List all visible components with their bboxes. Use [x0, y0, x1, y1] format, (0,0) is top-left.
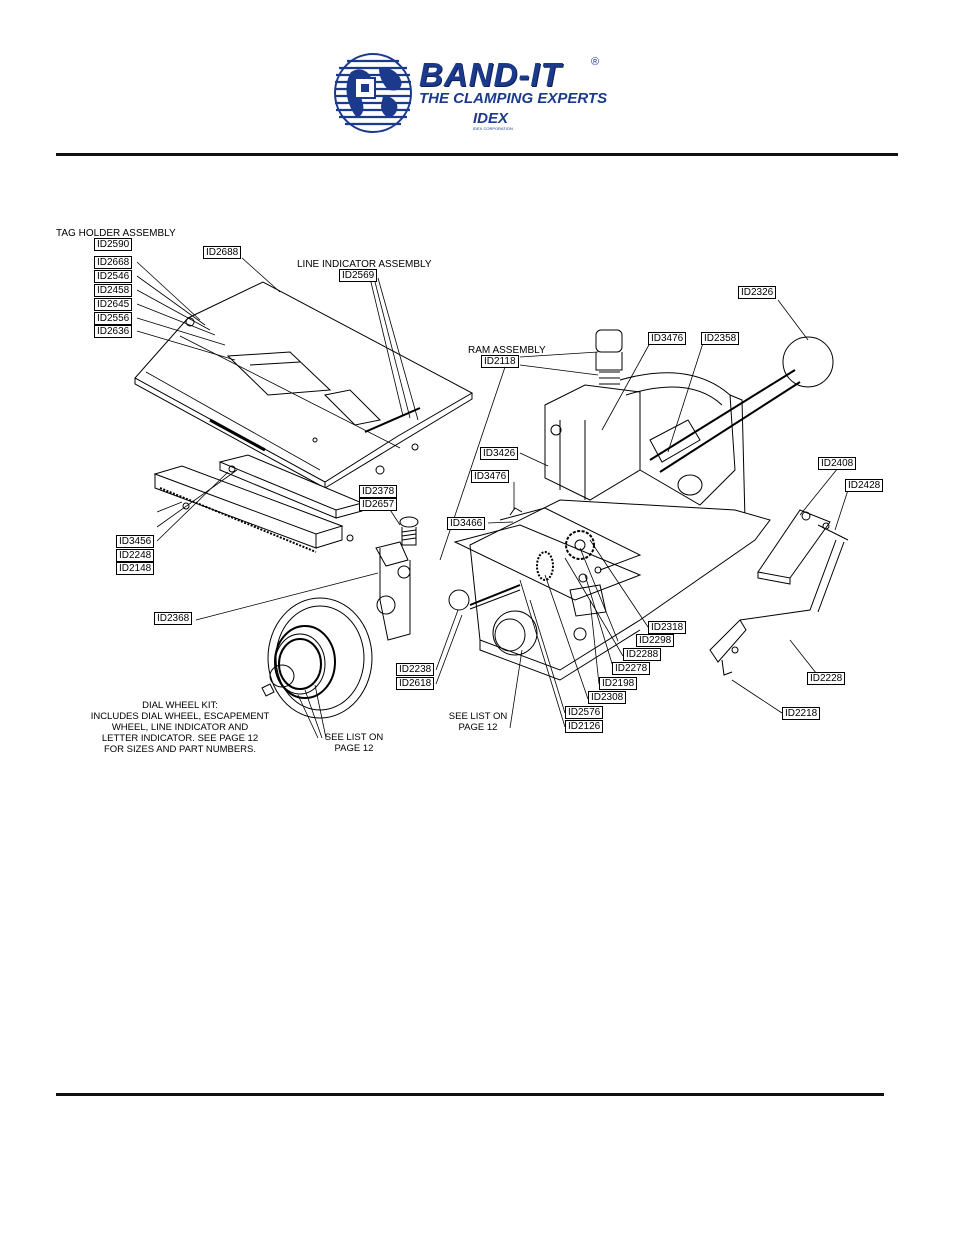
part-callout: ID2326: [738, 286, 777, 299]
see-list-note-right: SEE LIST ON PAGE 12: [447, 711, 509, 733]
part-callout: ID2228: [807, 672, 846, 685]
part-callout: ID2118: [481, 355, 519, 368]
part-callout: ID2126: [565, 720, 604, 733]
part-callout: ID2358: [701, 332, 740, 345]
parent-company-sub: IDEX CORPORATION: [473, 126, 513, 131]
part-callout: ID2458: [94, 284, 133, 297]
handle-knob: [782, 336, 834, 388]
part-callout: ID3476: [648, 332, 687, 345]
part-callout: ID2148: [116, 562, 155, 575]
note-line: SEE LIST ON: [448, 711, 508, 722]
tag-holder-assembly-label: TAG HOLDER ASSEMBLY: [56, 228, 176, 239]
part-callout: ID2645: [94, 298, 133, 311]
part-callout: ID2556: [94, 312, 133, 325]
part-callout: ID2657: [359, 498, 398, 511]
tag-holder-plate: [134, 281, 474, 483]
part-callout: ID3426: [480, 447, 519, 460]
part-callout: ID2368: [154, 612, 193, 625]
note-line: LETTER INDICATOR. SEE PAGE 12: [101, 733, 259, 744]
ram-housing: [544, 384, 641, 501]
part-callout: ID2278: [612, 662, 651, 675]
part-callout: ID2618: [396, 677, 435, 690]
part-callout: ID3456: [116, 535, 155, 548]
globe-icon: [334, 53, 412, 133]
note-line: SEE LIST ON: [324, 732, 384, 743]
part-callout: ID3466: [447, 517, 486, 530]
footer-rule: [56, 1093, 884, 1096]
part-callout: ID2688: [203, 246, 242, 259]
header-rule: [56, 153, 898, 156]
part-callout: ID2546: [94, 270, 133, 283]
part-callout: ID2308: [588, 691, 627, 704]
registered-mark: ®: [591, 56, 600, 68]
note-line: INCLUDES DIAL WHEEL, ESCAPEMENT: [90, 711, 270, 722]
note-line: FOR SIZES AND PART NUMBERS.: [103, 744, 257, 755]
parent-company: IDEX: [473, 110, 509, 127]
brand-name: BAND-IT: [419, 56, 562, 93]
part-callout: ID2668: [94, 256, 133, 269]
part-callout: ID2198: [599, 677, 638, 690]
part-callout: ID2408: [818, 457, 857, 470]
note-line: PAGE 12: [458, 722, 498, 733]
part-callout: ID2569: [339, 269, 378, 282]
note-line: WHEEL, LINE INDICATOR AND: [111, 722, 249, 733]
part-callout: ID2218: [782, 707, 821, 720]
part-callout: ID2636: [94, 325, 133, 338]
part-callout: ID2428: [845, 479, 884, 492]
dial-wheel-kit-note: DIAL WHEEL KIT: INCLUDES DIAL WHEEL, ESC…: [90, 700, 270, 755]
part-callout: ID3476: [471, 470, 510, 483]
part-callout: ID2248: [116, 549, 155, 562]
brand-tagline: THE CLAMPING EXPERTS: [419, 90, 608, 107]
part-callout: ID2288: [623, 648, 662, 661]
part-callout: ID2298: [636, 634, 675, 647]
part-callout: ID2238: [396, 663, 435, 676]
part-callout: ID2378: [359, 485, 398, 498]
part-callout: ID2576: [565, 706, 604, 719]
dial-wheel: [267, 597, 373, 719]
ram-assembly-label: RAM ASSEMBLY: [468, 345, 546, 356]
note-line: PAGE 12: [334, 743, 374, 754]
part-callout: ID2318: [648, 621, 687, 634]
note-line: DIAL WHEEL KIT:: [142, 700, 218, 711]
see-list-note-left: SEE LIST ON PAGE 12: [322, 732, 386, 754]
part-callout: ID2590: [94, 238, 133, 251]
line-indicator-assembly-label: LINE INDICATOR ASSEMBLY: [297, 259, 432, 270]
band-it-logo: BAND-IT ® THE CLAMPING EXPERTS IDEX IDEX…: [333, 50, 623, 136]
